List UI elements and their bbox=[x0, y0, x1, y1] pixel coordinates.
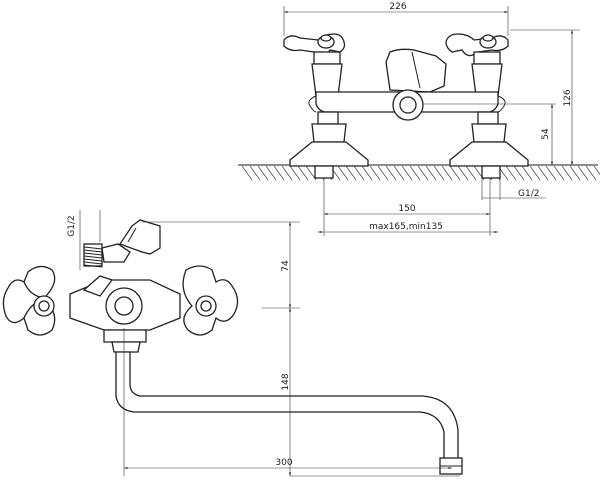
dim-vertical-side: 74 148 bbox=[142, 221, 460, 477]
hatch-line bbox=[553, 165, 565, 181]
left-riser bbox=[289, 111, 369, 179]
hatch-line bbox=[433, 165, 445, 181]
thread-top-label: G1/2 bbox=[518, 189, 539, 199]
dim-center-label: 150 bbox=[398, 204, 415, 214]
hatch-line bbox=[305, 165, 317, 181]
diverter-lever bbox=[385, 48, 447, 93]
hatch-line bbox=[353, 165, 365, 181]
hatch-line bbox=[273, 165, 285, 181]
dim-thread-top: G1/2 bbox=[481, 178, 546, 200]
hatch-line bbox=[521, 165, 533, 181]
left-cross-handle bbox=[283, 33, 346, 97]
hatch-line bbox=[369, 165, 381, 181]
hatch-line bbox=[241, 165, 253, 181]
hatch-line bbox=[545, 165, 557, 181]
hatch-line bbox=[377, 165, 389, 181]
hatch-line bbox=[265, 165, 277, 181]
hatch-line bbox=[409, 165, 421, 181]
hatch-line bbox=[505, 165, 517, 181]
thread-line bbox=[83, 249, 103, 253]
hatch-line bbox=[281, 165, 293, 181]
side-view: G1/2 bbox=[2, 210, 463, 477]
dim-outlet-54: 54 bbox=[424, 103, 556, 165]
dim-spout-label: 300 bbox=[275, 458, 292, 468]
hatch-line bbox=[561, 165, 573, 181]
hatch-line bbox=[585, 165, 597, 181]
thread-line bbox=[83, 264, 103, 268]
hatch-line bbox=[417, 165, 429, 181]
front-view: 226 126 54 150 max165,min135 bbox=[238, 2, 600, 236]
dim-lower-label: 148 bbox=[281, 373, 291, 390]
dim-outlet-label: 54 bbox=[541, 128, 551, 140]
dim-center-150: 150 max165,min135 bbox=[318, 178, 498, 236]
dim-height-label: 126 bbox=[563, 89, 573, 106]
hatch-line bbox=[401, 165, 413, 181]
hatch-line bbox=[297, 165, 309, 181]
spout-pipe bbox=[115, 351, 463, 475]
dim-width-226: 226 bbox=[283, 2, 509, 36]
shower-outlet-fitting bbox=[83, 243, 131, 268]
dim-height-126: 126 bbox=[510, 29, 580, 165]
hatch-line bbox=[425, 165, 437, 181]
hatch-line bbox=[345, 165, 357, 181]
dim-width-label: 226 bbox=[389, 2, 406, 12]
hatch-line bbox=[449, 165, 461, 181]
thread-side-label: G1/2 bbox=[67, 215, 77, 236]
hatch-line bbox=[537, 165, 549, 181]
dim-range-label: max165,min135 bbox=[369, 222, 443, 232]
hatch-line bbox=[465, 165, 477, 181]
hatch-line bbox=[361, 165, 373, 181]
thread-line bbox=[83, 258, 103, 262]
hatch-line bbox=[529, 165, 541, 181]
hatch-line bbox=[257, 165, 269, 181]
dim-upper-label: 74 bbox=[281, 260, 291, 272]
dim-thread-side: G1/2 bbox=[67, 210, 101, 270]
thread-line bbox=[83, 252, 103, 256]
diverter-lever-side bbox=[119, 219, 161, 255]
right-cross-handle bbox=[445, 33, 509, 97]
thread-line bbox=[83, 255, 103, 259]
spout-outlet-nut bbox=[392, 89, 424, 121]
hatch-line bbox=[393, 165, 405, 181]
thread-line bbox=[83, 261, 103, 265]
mixer-body-side bbox=[69, 275, 181, 353]
dim-spout-300: 300 bbox=[123, 328, 452, 476]
hatch-line bbox=[441, 165, 453, 181]
hatch-line bbox=[577, 165, 589, 181]
hatch-line bbox=[337, 165, 349, 181]
hatch-line bbox=[593, 165, 600, 176]
hatch-line bbox=[457, 165, 469, 181]
left-cross-handle-side bbox=[2, 265, 56, 336]
hatch-line bbox=[569, 165, 581, 181]
hatch-line bbox=[249, 165, 261, 181]
hatch-line bbox=[289, 165, 301, 181]
wall-hatching bbox=[238, 164, 600, 181]
right-riser bbox=[449, 111, 529, 179]
hatch-line bbox=[385, 165, 397, 181]
right-cross-handle-side bbox=[182, 265, 239, 336]
hatch-line bbox=[513, 165, 525, 181]
thread-line bbox=[83, 246, 103, 250]
